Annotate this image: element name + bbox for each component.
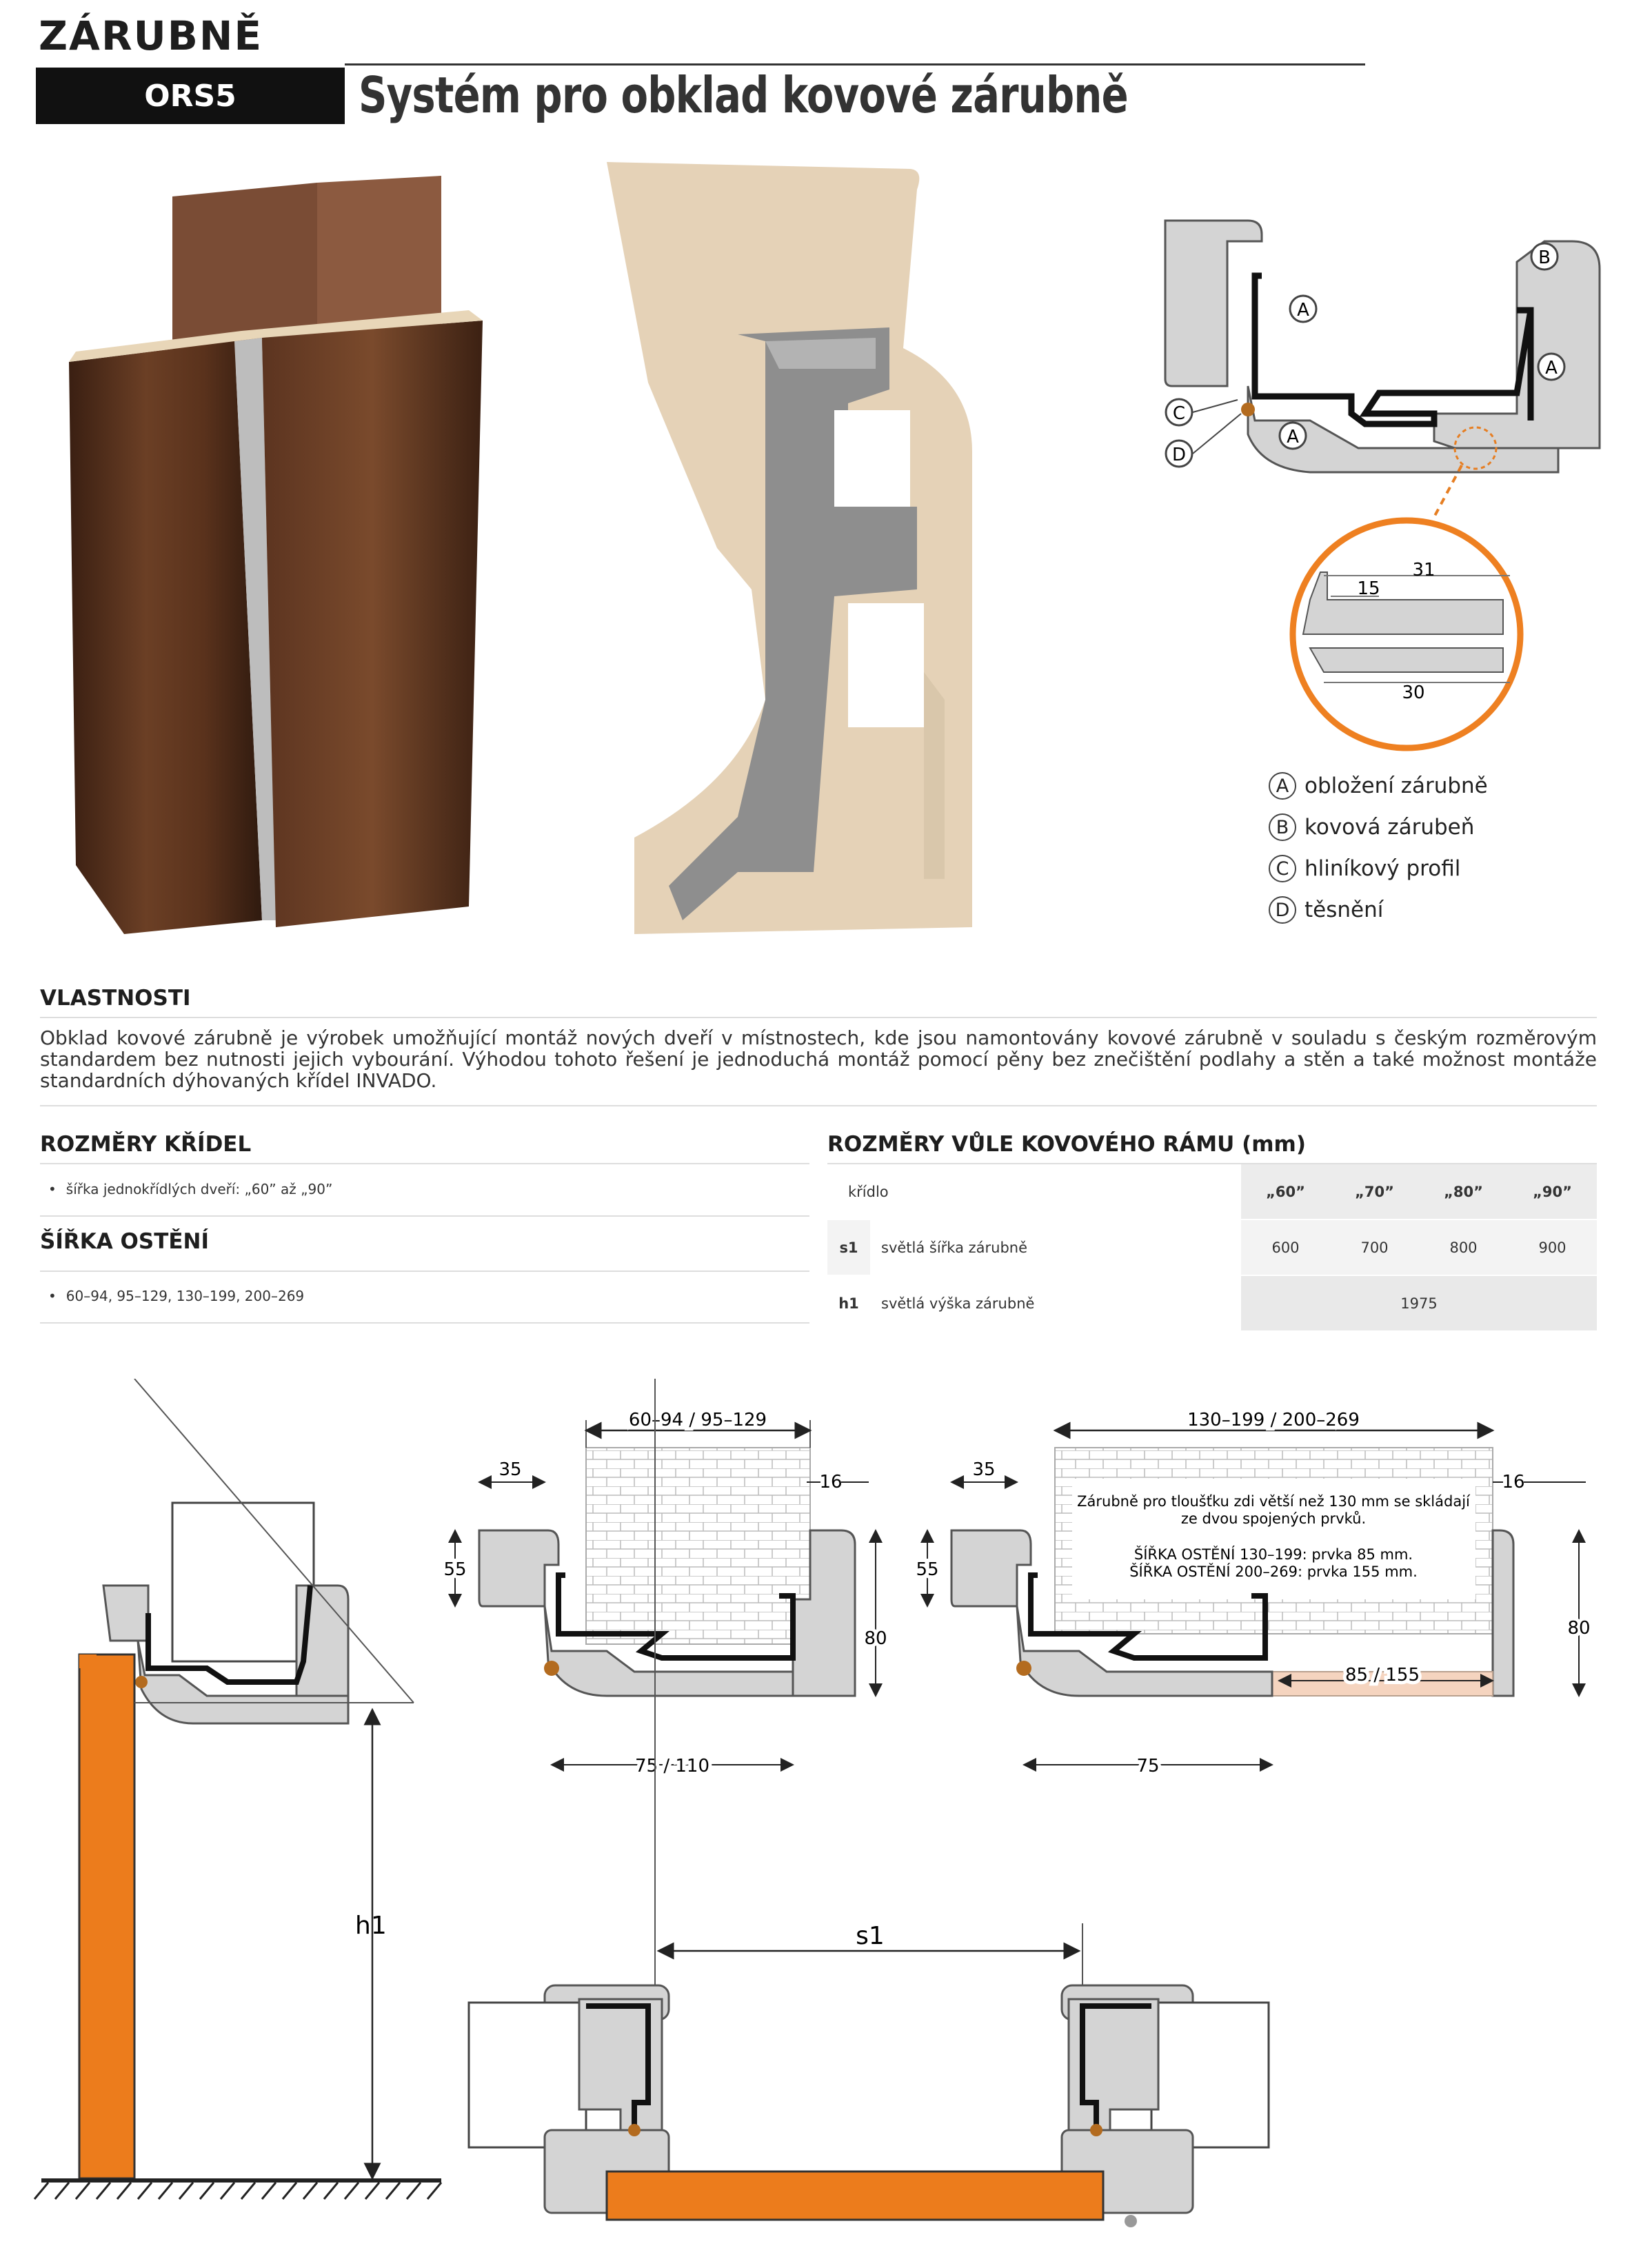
d2-16: 16 (1502, 1472, 1524, 1492)
table-row: křídlo „60” „70” „80” „90” (827, 1164, 1597, 1220)
lining-width-item: 60–94, 95–129, 130–199, 200–269 (48, 1288, 304, 1304)
d2-80: 80 (1567, 1618, 1590, 1639)
d2-note2: ze dvou spojených prvků. (1181, 1510, 1366, 1527)
properties-rule (40, 1017, 1597, 1018)
d1-top: 60–94 / 95–129 (629, 1410, 767, 1430)
svg-text:80: 80 (1567, 1618, 1590, 1639)
svg-text:35: 35 (972, 1459, 995, 1480)
header-rule (345, 63, 1365, 65)
row-code-h1: h1 (827, 1275, 870, 1332)
leaf-sizes-rule (40, 1163, 809, 1164)
lining-width-rule (40, 1270, 809, 1272)
properties-text: Obklad kovové zárubně je výrobek umožňuj… (40, 1026, 1597, 1092)
h1-value: 1975 (1241, 1275, 1597, 1332)
leaf-sizes-heading: ROZMĚRY KŘÍDEL (40, 1132, 252, 1157)
row-label-s1: světlá šířka zárubně (870, 1219, 1241, 1276)
category-title: ZÁRUBNĚ (39, 12, 263, 59)
col-label: křídlo (827, 1164, 1241, 1220)
d2-55: 55 (916, 1559, 938, 1580)
s1-60: 600 (1241, 1219, 1330, 1276)
profile-detail-drawing: A B A A C D 31 15 30 (1164, 219, 1601, 751)
label-a2: A (1545, 358, 1558, 378)
legend-letter-a: A (1269, 772, 1296, 800)
label-a: A (1297, 300, 1309, 321)
d2-mid: 85 / 155 (1345, 1665, 1420, 1685)
svg-text:55: 55 (443, 1559, 466, 1580)
label-a3: A (1287, 427, 1299, 447)
lining-width-rule-bottom (40, 1322, 809, 1324)
legend-letter-c: C (1269, 855, 1296, 882)
lining-width-heading: ŠÍŘKA OSTĚNÍ (40, 1229, 210, 1254)
d2-top: 130–199 / 200–269 (1187, 1410, 1360, 1430)
d1-bottom: 75 / 110 (635, 1756, 709, 1776)
legend-letter-d: D (1269, 896, 1296, 924)
s1-80: 800 (1419, 1219, 1508, 1276)
label-d: D (1172, 445, 1186, 465)
cross-section-photo (607, 162, 972, 934)
legend-text-a: obložení zárubně (1304, 773, 1488, 798)
svg-text:80: 80 (864, 1628, 887, 1649)
elev-s1: s1 (856, 1922, 885, 1950)
d2-note1: Zárubně pro tloušťku zdi větší než 130 m… (1077, 1493, 1471, 1510)
svg-text:35: 35 (498, 1459, 521, 1480)
dim-31: 31 (1412, 560, 1435, 580)
properties-heading: VLASTNOSTI (40, 986, 191, 1011)
d1-80: 80 (864, 1628, 887, 1649)
d1-35: 35 (498, 1459, 521, 1480)
s1-70: 700 (1330, 1219, 1419, 1276)
product-code: ORS5 (36, 68, 345, 124)
size-80: „80” (1419, 1164, 1508, 1220)
leaf-sizes-rule-bottom (40, 1215, 809, 1217)
d2-bottom: 75 (1136, 1756, 1159, 1776)
label-b: B (1538, 247, 1551, 268)
leaf-sizes-item: šířka jednokřídlých dveří: „60” až „90” (48, 1181, 333, 1197)
dim-30: 30 (1402, 682, 1424, 703)
s1-90: 900 (1508, 1219, 1597, 1276)
elev-h1: h1 (355, 1912, 387, 1940)
svg-text:130–199 / 200–269: 130–199 / 200–269 (1187, 1410, 1360, 1430)
page-title: Systém pro obklad kovové zárubně (359, 66, 1129, 124)
svg-text:75: 75 (1136, 1756, 1159, 1776)
legend-text-c: hliníkový profil (1304, 856, 1461, 881)
row-label-h1: světlá výška zárubně (870, 1275, 1241, 1332)
legend-text-d: těsnění (1304, 898, 1384, 922)
table-row: s1 světlá šířka zárubně 600 700 800 900 (827, 1219, 1597, 1276)
properties-rule-bottom (40, 1105, 1597, 1106)
svg-text:60–94 / 95–129: 60–94 / 95–129 (629, 1410, 767, 1430)
frame-gap-table: křídlo „60” „70” „80” „90” s1 světlá šíř… (827, 1164, 1597, 1332)
frame-gap-heading: ROZMĚRY VŮLE KOVOVÉHO RÁMU (mm) (827, 1132, 1307, 1157)
svg-text:85 / 155: 85 / 155 (1345, 1665, 1420, 1685)
size-70: „70” (1330, 1164, 1419, 1220)
table-row: h1 světlá výška zárubně 1975 (827, 1275, 1597, 1332)
d2-note3: ŠÍŘKA OSTĚNÍ 130–199: prvka 85 mm. (1134, 1546, 1413, 1563)
frame-post-photo (69, 176, 483, 934)
dim-15: 15 (1357, 578, 1380, 599)
d2-35: 35 (972, 1459, 995, 1480)
size-60: „60” (1241, 1164, 1330, 1220)
frame-gap-rule (827, 1163, 1597, 1164)
legend-text-b: kovová zárubeň (1304, 815, 1475, 840)
d2-note4: ŠÍŘKA OSTĚNÍ 200–269: prvka 155 mm. (1129, 1563, 1418, 1580)
size-90: „90” (1508, 1164, 1597, 1220)
installation-drawings: h1 60–94 / 95–129 60–94 / 95–129 35 35 1… (33, 1379, 1594, 2227)
d1-55: 55 (443, 1559, 466, 1580)
svg-text:55: 55 (916, 1559, 938, 1580)
label-c: C (1173, 403, 1185, 424)
svg-text:75 / 110: 75 / 110 (635, 1756, 709, 1776)
legend-letter-b: B (1269, 813, 1296, 841)
row-code-s1: s1 (827, 1219, 870, 1276)
d1-16: 16 (819, 1472, 842, 1492)
